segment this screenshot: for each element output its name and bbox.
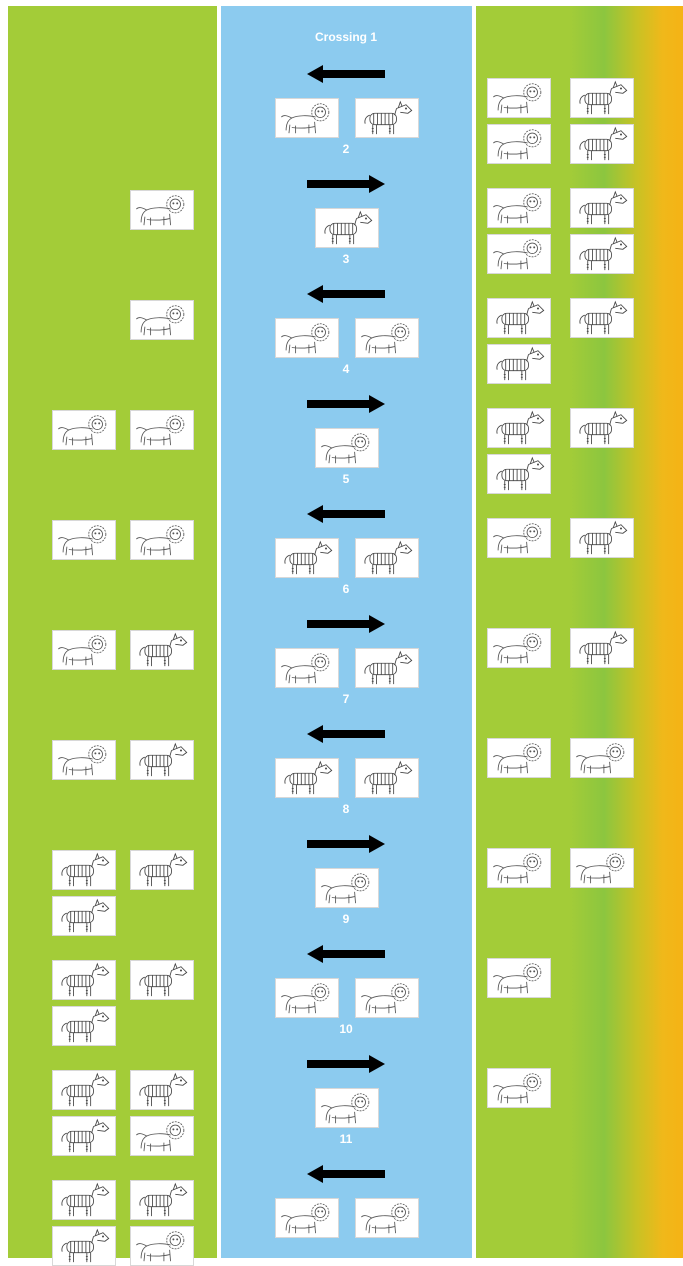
arrow-right-icon <box>307 175 385 193</box>
right-bank-lion-icon <box>570 738 634 778</box>
left-bank-lion-icon <box>52 410 116 450</box>
left-bank-lion-icon <box>130 1226 194 1266</box>
crossing-label: 11 <box>276 1132 416 1146</box>
crossing-label: 5 <box>276 472 416 486</box>
crossing-label: 9 <box>276 912 416 926</box>
arrow-right-icon <box>307 615 385 633</box>
right-bank-lion-icon <box>487 234 551 274</box>
right-shore-line <box>472 6 475 1258</box>
left-bank-zebra-icon <box>52 850 116 890</box>
boat-lion-icon <box>315 1088 379 1128</box>
right-bank-lion-icon <box>487 958 551 998</box>
right-bank-zebra-icon <box>487 454 551 494</box>
right-bank-zebra-icon <box>487 408 551 448</box>
left-bank-zebra-icon <box>52 896 116 936</box>
left-bank-zebra-icon <box>130 850 194 890</box>
arrow-left-icon <box>307 725 385 743</box>
right-bank-zebra-icon <box>570 298 634 338</box>
left-bank-lion-icon <box>130 190 194 230</box>
boat-zebra-icon <box>355 648 419 688</box>
boat-zebra-icon <box>275 538 339 578</box>
boat-zebra-icon <box>355 98 419 138</box>
crossing-label: 8 <box>276 802 416 816</box>
crossing-label: 2 <box>276 142 416 156</box>
left-bank-lion-icon <box>52 740 116 780</box>
left-bank-zebra-icon <box>52 1226 116 1266</box>
boat-lion-icon <box>275 1198 339 1238</box>
crossing-label: Crossing 1 <box>276 30 416 44</box>
left-bank-zebra-icon <box>130 1070 194 1110</box>
right-bank-lion-icon <box>570 848 634 888</box>
left-bank-lion-icon <box>130 300 194 340</box>
right-bank-lion-icon <box>487 78 551 118</box>
boat-lion-icon <box>355 318 419 358</box>
boat-lion-icon <box>275 98 339 138</box>
boat-lion-icon <box>315 868 379 908</box>
arrow-left-icon <box>307 505 385 523</box>
arrow-right-icon <box>307 395 385 413</box>
left-bank-zebra-icon <box>130 740 194 780</box>
left-bank-lion-icon <box>130 520 194 560</box>
left-bank-zebra-icon <box>52 1006 116 1046</box>
arrow-left-icon <box>307 1165 385 1183</box>
boat-zebra-icon <box>275 758 339 798</box>
right-bank-lion-icon <box>487 518 551 558</box>
boat-lion-icon <box>275 318 339 358</box>
right-bank-lion-icon <box>487 124 551 164</box>
right-bank-lion-icon <box>487 848 551 888</box>
right-bank-lion-icon <box>487 188 551 228</box>
crossing-label: 7 <box>276 692 416 706</box>
crossing-label: 6 <box>276 582 416 596</box>
left-bank-lion-icon <box>52 520 116 560</box>
left-bank-lion-icon <box>130 1116 194 1156</box>
arrow-left-icon <box>307 285 385 303</box>
right-bank-zebra-icon <box>570 408 634 448</box>
boat-lion-icon <box>275 978 339 1018</box>
left-bank-zebra-icon <box>52 1070 116 1110</box>
boat-lion-icon <box>275 648 339 688</box>
boat-zebra-icon <box>355 758 419 798</box>
right-bank-zebra-icon <box>570 124 634 164</box>
right-bank-zebra-icon <box>570 78 634 118</box>
left-bank-zebra-icon <box>52 1180 116 1220</box>
right-bank-lion-icon <box>487 1068 551 1108</box>
left-bank-zebra-icon <box>52 1116 116 1156</box>
boat-zebra-icon <box>355 538 419 578</box>
left-bank-lion-icon <box>130 410 194 450</box>
left-bank-zebra-icon <box>130 1180 194 1220</box>
right-bank-zebra-icon <box>487 298 551 338</box>
left-bank-zebra-icon <box>130 960 194 1000</box>
boat-zebra-icon <box>315 208 379 248</box>
right-bank-zebra-icon <box>570 518 634 558</box>
arrow-right-icon <box>307 1055 385 1073</box>
left-bank-zebra-icon <box>130 630 194 670</box>
crossing-label: 10 <box>276 1022 416 1036</box>
arrow-left-icon <box>307 945 385 963</box>
crossing-label: 4 <box>276 362 416 376</box>
boat-lion-icon <box>355 978 419 1018</box>
left-bank-zebra-icon <box>52 960 116 1000</box>
arrow-left-icon <box>307 65 385 83</box>
right-bank-zebra-icon <box>570 188 634 228</box>
right-bank-lion-icon <box>487 738 551 778</box>
left-shore-line <box>217 6 220 1258</box>
right-bank-lion-icon <box>487 628 551 668</box>
right-bank-zebra-icon <box>570 628 634 668</box>
boat-lion-icon <box>315 428 379 468</box>
left-bank-lion-icon <box>52 630 116 670</box>
arrow-right-icon <box>307 835 385 853</box>
right-bank-zebra-icon <box>570 234 634 274</box>
boat-lion-icon <box>355 1198 419 1238</box>
right-bank-zebra-icon <box>487 344 551 384</box>
crossing-label: 3 <box>276 252 416 266</box>
